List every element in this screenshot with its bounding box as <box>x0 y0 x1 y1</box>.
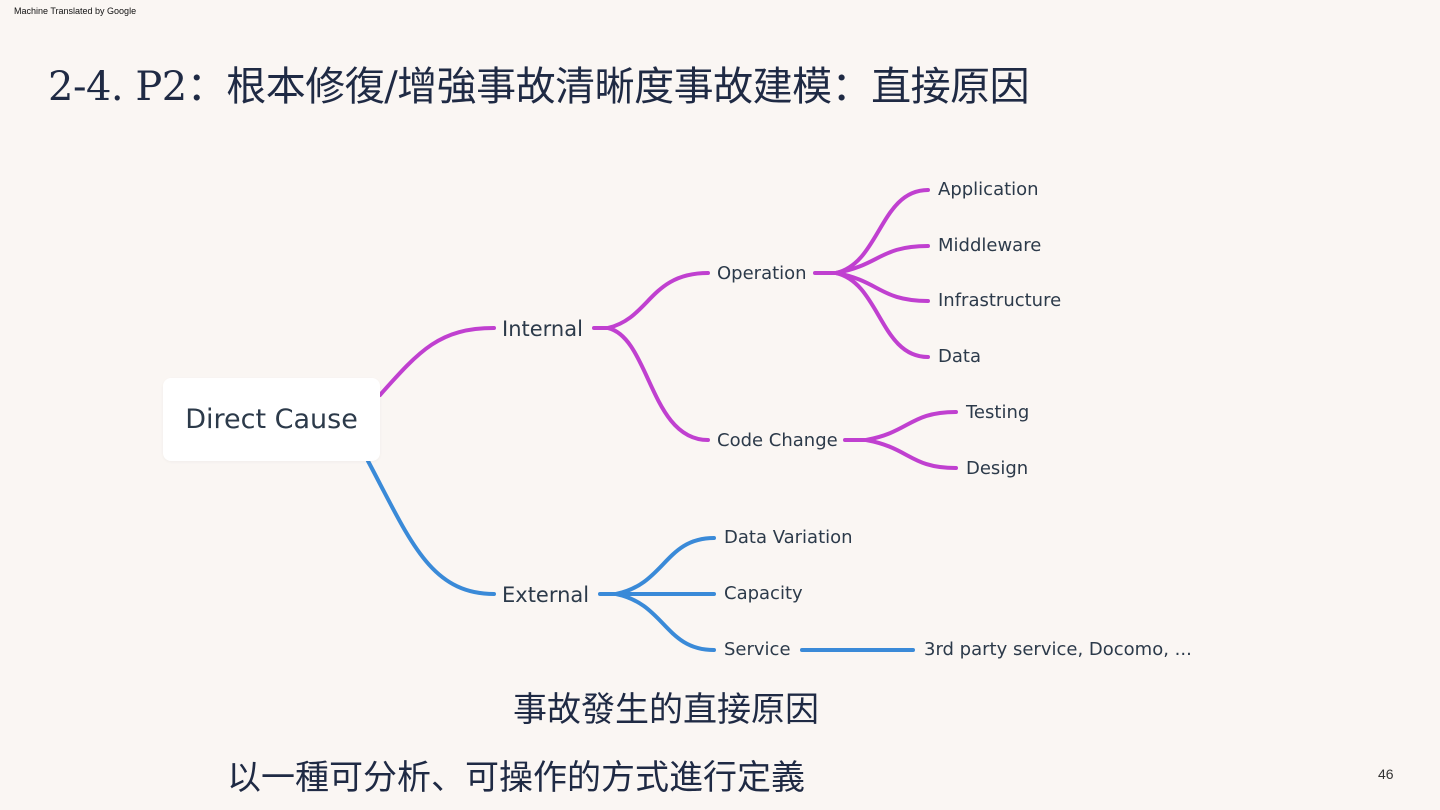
node-infrastructure: Infrastructure <box>938 290 1062 311</box>
node-external: External <box>502 583 590 607</box>
node-application: Application <box>938 179 1039 200</box>
edge-internal-code-change <box>606 326 710 442</box>
caption-line-1: 事故發生的直接原因 <box>513 690 819 730</box>
node-middleware: Middleware <box>938 235 1042 256</box>
node-code-change: Code Change <box>717 430 838 451</box>
node-data-variation: Data Variation <box>724 527 853 548</box>
node-service-detail: 3rd party service, Docomo, ... <box>924 639 1192 660</box>
edge-code-change-testing <box>864 410 958 442</box>
edge-root-external <box>366 459 496 596</box>
node-data: Data <box>938 346 981 367</box>
edge-external-service <box>614 592 716 652</box>
root-node-label: Direct Cause <box>185 404 358 435</box>
node-internal: Internal <box>502 317 583 341</box>
node-operation: Operation <box>717 263 807 284</box>
slide-title: 2-4. P2：根本修復/增強事故清晰度事故建模：直接原因 <box>48 64 1030 110</box>
caption-line-2: 以一種可分析、可操作的方式進行定義 <box>227 758 805 798</box>
node-capacity: Capacity <box>724 583 803 604</box>
edge-root-internal <box>378 326 496 397</box>
root-node-box <box>163 378 380 461</box>
node-service: Service <box>724 639 791 660</box>
page-number: 46 <box>1378 766 1394 782</box>
edge-operation-data <box>834 271 930 359</box>
edge-internal-operation <box>606 271 710 330</box>
edge-operation-middleware <box>834 244 930 275</box>
edge-operation-application <box>834 188 930 275</box>
machine-translated-label: Machine Translated by Google <box>14 6 137 16</box>
edge-external-data-variation <box>614 536 716 596</box>
node-design: Design <box>966 458 1029 479</box>
edge-code-change-design <box>864 438 958 470</box>
node-testing: Testing <box>966 402 1030 423</box>
